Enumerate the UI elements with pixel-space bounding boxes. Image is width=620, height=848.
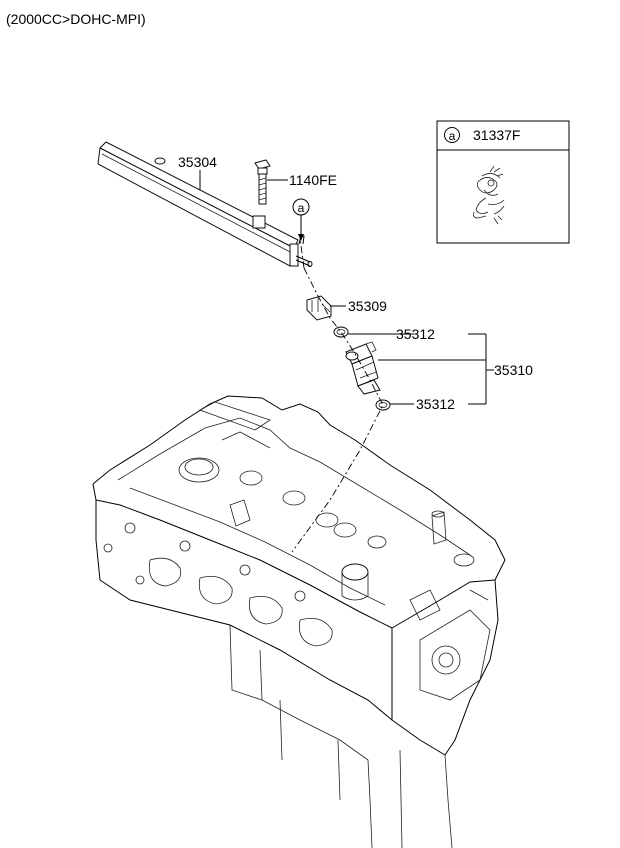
callout-a-letter: a: [298, 201, 305, 215]
label-oring-lower: 35312: [416, 396, 455, 412]
bolt: [254, 159, 271, 205]
oring-lower: [375, 399, 391, 411]
label-bolt: 1140FE: [289, 172, 337, 188]
fuel-injector: [345, 341, 381, 395]
engine-cylinder-head: [92, 395, 506, 848]
label-fuel-rail: 35304: [178, 154, 217, 170]
legend-box: a 31337F: [436, 120, 570, 244]
legend-part-number: 31337F: [473, 127, 520, 143]
bracket-injector-assy: [378, 333, 494, 405]
fuel-rail: [97, 141, 313, 267]
label-clip: 35309: [348, 298, 387, 314]
label-oring-upper: 35312: [396, 326, 435, 342]
legend-callout-letter: a: [449, 129, 456, 143]
injector-clip: [306, 295, 332, 321]
oring-upper: [333, 326, 349, 338]
legend-callout-circle: [444, 127, 460, 143]
callout-a: a: [292, 198, 310, 241]
label-injector-assy: 35310: [494, 362, 533, 378]
engine-spec-title: (2000CC>DOHC-MPI): [6, 11, 146, 27]
harness-clip-illustration: [473, 165, 505, 225]
